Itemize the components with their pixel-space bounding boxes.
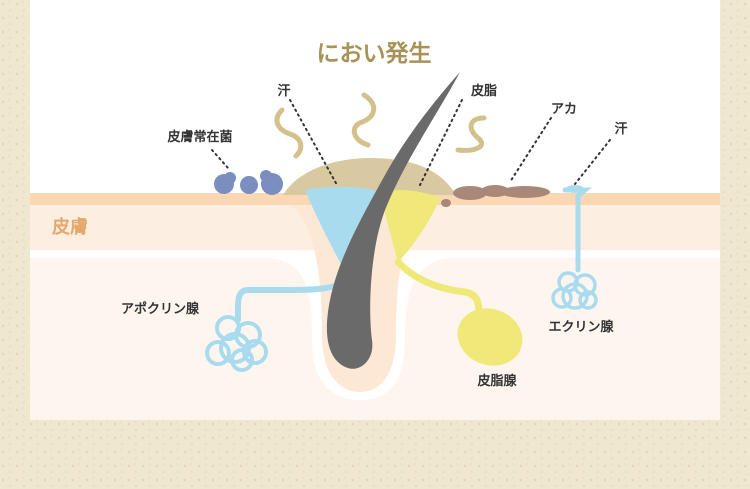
label-skin: 皮膚 xyxy=(52,216,88,238)
label-dirt: アカ xyxy=(551,102,577,117)
odor-mound xyxy=(283,158,456,195)
sebaceous-gland xyxy=(457,308,523,366)
skin-bacteria xyxy=(214,170,283,195)
eccrine-gland xyxy=(551,185,598,310)
label-eccrine-gland: エクリン腺 xyxy=(548,319,614,335)
label-sebaceous-gland: 皮脂腺 xyxy=(476,373,517,389)
label-apocrine-gland: アポクリン腺 xyxy=(121,301,200,317)
label-bacteria: 皮膚常在菌 xyxy=(166,129,232,145)
title: におい発生 xyxy=(317,41,432,67)
sebum-pool xyxy=(380,190,440,262)
dirt-flakes xyxy=(441,185,550,207)
leader-lines xyxy=(211,99,611,186)
odor-waves xyxy=(274,92,487,159)
label-sweat-eccrine: 汗 xyxy=(614,121,627,137)
label-sweat-apocrine: 汗 xyxy=(277,83,290,99)
apocrine-gland-coil xyxy=(205,315,268,372)
sebum-duct xyxy=(394,258,483,319)
hair-shaft xyxy=(326,72,460,369)
label-sebum: 皮脂 xyxy=(470,83,497,99)
